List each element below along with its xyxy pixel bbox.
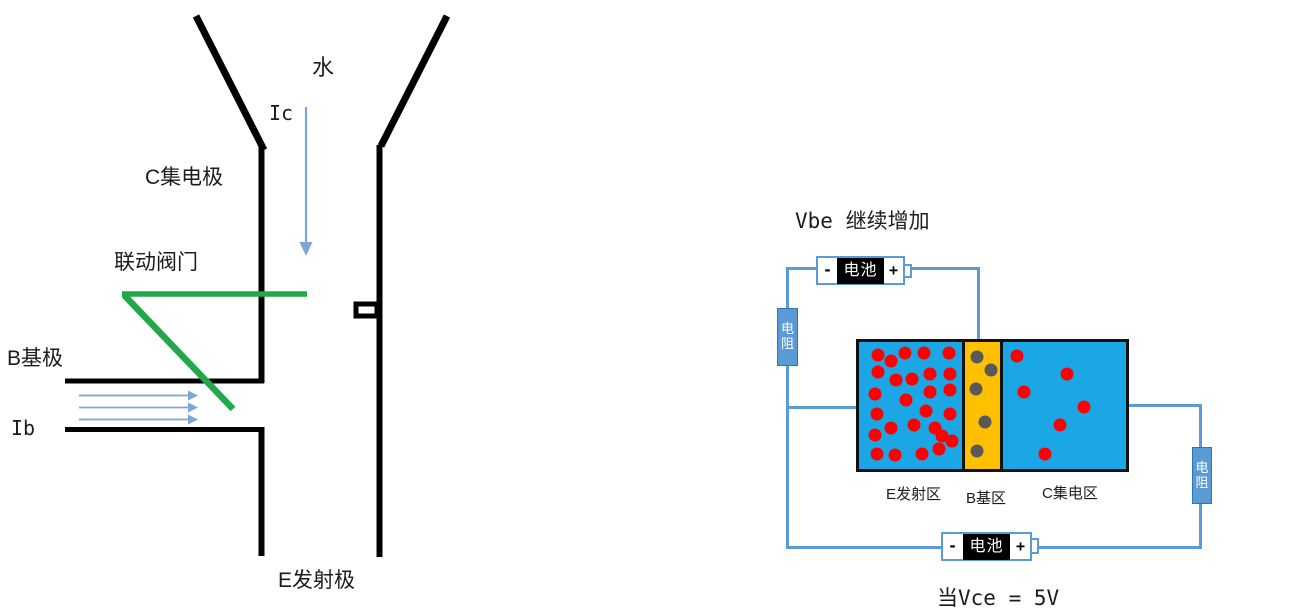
funnel-left-slope: [192, 14, 268, 152]
emitter-carrier-dot: [943, 407, 957, 421]
ib-flow-arrows: [79, 390, 198, 425]
collector-region-label: C集电区: [1042, 485, 1098, 502]
emitter-region: [859, 342, 962, 469]
battery-bottom-label: 电池: [963, 533, 1010, 560]
emitter-carrier-dot: [907, 418, 921, 432]
emitter-carrier-dot: [919, 404, 933, 418]
collector-carrier-dot: [1077, 400, 1091, 414]
emitter-carrier-dot: [915, 447, 929, 461]
battery-bottom-plus: +: [1015, 537, 1025, 555]
base-carrier-dot: [978, 415, 992, 429]
ib-label: Ib: [11, 416, 36, 440]
emitter-carrier-dot: [888, 448, 902, 462]
vce-caption: 当Vce = 5V: [937, 586, 1060, 610]
emitter-carrier-dot: [905, 372, 919, 386]
emitter-carrier-dot: [943, 367, 957, 381]
base-carrier-dot: [984, 363, 998, 377]
battery-top-plus: +: [888, 261, 898, 279]
transistor-box: [856, 339, 1129, 472]
valve-pivot-notch: [353, 301, 380, 319]
battery-top-label: 电池: [837, 257, 884, 284]
emitter-carrier-dot: [945, 434, 959, 448]
emitter-carrier-dot: [917, 346, 931, 360]
resistor-right-label: 电阻: [1195, 459, 1209, 490]
battery-top-minus: -: [823, 261, 833, 279]
wire-bottom-left: [786, 546, 943, 549]
water-analogy-drawing: [65, 14, 451, 557]
collector-label: C集电极: [145, 166, 224, 189]
collector-carrier-dot: [1060, 367, 1074, 381]
resistor-left: 电阻: [777, 308, 798, 366]
valve-diagonal-gate: [121, 292, 236, 412]
emitter-carrier-dot: [870, 407, 883, 421]
emitter-carrier-dot: [923, 385, 937, 399]
vbe-title: Vbe 继续增加: [795, 209, 930, 233]
emitter-carrier-dot: [884, 354, 898, 368]
emitter-carrier-dot: [871, 365, 885, 379]
emitter-region-label: E发射区: [886, 486, 942, 503]
battery-top-terminal-nub: [903, 264, 912, 278]
emitter-carrier-dot: [942, 346, 956, 360]
emitter-carrier-dot: [870, 447, 883, 461]
wire-bottom-right: [1038, 546, 1202, 549]
wire-base-drop: [977, 267, 980, 341]
emitter-carrier-dot: [899, 393, 913, 407]
emitter-carrier-dot: [943, 383, 957, 397]
wire-battery-top-right: [910, 267, 980, 270]
collector-carrier-dot: [1038, 447, 1052, 461]
emitter-carrier-dot: [889, 373, 903, 387]
collector-carrier-dot: [1017, 385, 1031, 399]
battery-bottom-minus: -: [948, 537, 958, 555]
wire-battery-top-left: [786, 267, 818, 270]
emitter-carrier-dot: [932, 442, 946, 456]
base-label: B基极: [7, 347, 64, 370]
emitter-carrier-dot: [871, 348, 885, 362]
battery-bottom-terminal-nub: [1030, 538, 1039, 554]
collector-region: [1003, 342, 1126, 469]
base-carrier-dot: [970, 350, 984, 364]
emitter-carrier-dot: [898, 346, 912, 360]
battery-top: - 电池 +: [816, 256, 905, 285]
resistor-right: 电阻: [1192, 447, 1212, 504]
base-carrier-dot: [970, 444, 984, 458]
emitter-carrier-dot: [868, 387, 882, 401]
collector-carrier-dot: [1010, 349, 1024, 363]
battery-bottom: - 电池 +: [941, 532, 1032, 561]
resistor-left-label: 电阻: [780, 321, 794, 351]
emitter-carrier-dot: [884, 421, 898, 435]
water-label: 水: [312, 55, 335, 80]
funnel-right-slope: [377, 14, 451, 148]
emitter-label: E发射极: [278, 569, 356, 592]
ic-label: Ic: [269, 101, 294, 125]
base-region: [962, 342, 1003, 469]
valve-label: 联动阀门: [114, 251, 198, 274]
emitter-carrier-dot: [868, 428, 882, 442]
base-region-label: B基区: [966, 490, 1007, 507]
ic-arrow-head: [299, 242, 313, 256]
wire-emitter-feed: [786, 406, 858, 409]
emitter-carrier-dot: [923, 367, 937, 381]
collector-carrier-dot: [1053, 418, 1067, 432]
wire-collector-out: [1128, 404, 1201, 407]
base-carrier-dot: [969, 382, 982, 396]
